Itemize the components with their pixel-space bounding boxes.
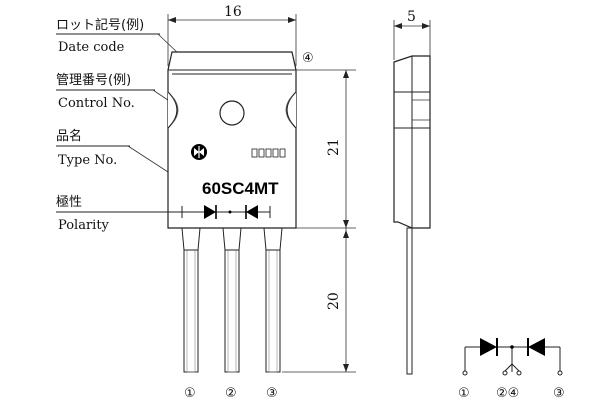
control-no-label-en: Control No. <box>58 96 135 111</box>
depth-dimension: 5 <box>393 9 431 60</box>
polarity-label-jp: 極性 <box>56 194 82 210</box>
depth-value: 5 <box>407 9 416 25</box>
control-no-marking <box>251 148 286 158</box>
width-dimension: 16 <box>167 4 297 66</box>
polarity-label-en: Polarity <box>58 218 110 233</box>
front-leads <box>181 227 283 373</box>
manufacturer-logo <box>191 144 207 160</box>
lead-length-value: 20 <box>326 292 342 310</box>
part-number-marking: 60SC4MT <box>202 179 279 198</box>
pin-1-label: ① <box>184 386 196 401</box>
front-body <box>167 51 297 229</box>
lead-length-dimension: 20 <box>282 228 356 373</box>
pin-3-label: ③ <box>266 386 278 401</box>
type-no-label-jp: 品名 <box>56 128 82 144</box>
side-view <box>393 55 431 375</box>
mounting-hole <box>219 100 245 126</box>
pin-2-label: ② <box>225 386 237 401</box>
schematic-pin-3-label: ③ <box>553 386 565 401</box>
schematic-pin-1-label: ① <box>458 386 470 401</box>
schematic-pin-2-4-label: ②④ <box>496 386 519 401</box>
type-no-label-en: Type No. <box>58 153 117 168</box>
date-code-label-en: Date code <box>58 40 125 55</box>
body-height-dimension: 21 <box>282 69 356 229</box>
date-code-label-jp: ロット記号(例) <box>56 17 144 33</box>
body-height-value: 21 <box>326 138 342 156</box>
internal-schematic <box>462 338 563 376</box>
tab-pin-label: ④ <box>302 51 314 66</box>
control-no-label-jp: 管理番号(例) <box>56 73 131 88</box>
polarity-symbol <box>124 205 271 219</box>
width-value: 16 <box>224 4 242 20</box>
